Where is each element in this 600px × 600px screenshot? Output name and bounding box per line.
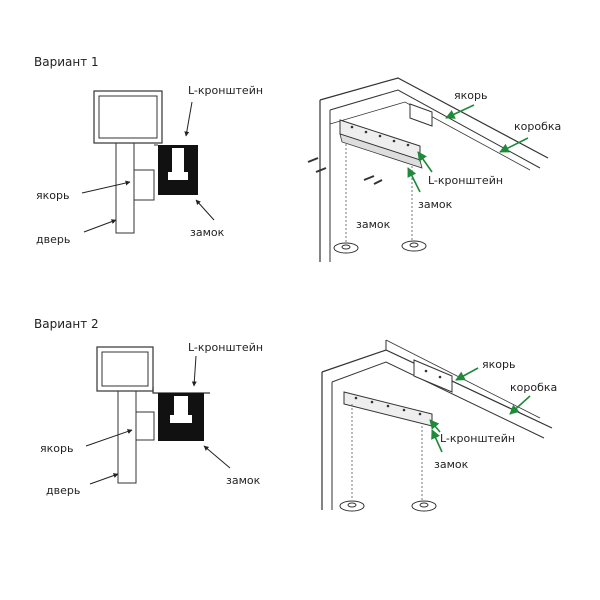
- variant-1-title: Вариант 1: [34, 55, 99, 69]
- anchor-plate: [133, 169, 155, 201]
- v2-right-anchor-label: якорь: [482, 358, 515, 371]
- v1-right-anchor-label: якорь: [454, 89, 487, 102]
- door-leaf: [115, 142, 135, 234]
- v1-right-lock-label-a: замок: [418, 198, 453, 211]
- v1-left-bracket-label: L-кронштейн: [188, 84, 263, 97]
- v1-left-lock-label: замок: [190, 226, 225, 239]
- frame-inner: [98, 95, 158, 139]
- variant-2: Вариант 2 L-кронштейн якорь дверь замок: [34, 317, 557, 512]
- lock-notch: [168, 148, 188, 180]
- variant-2-section: L-кронштейн якорь дверь замок: [40, 341, 263, 497]
- v1-right-frame-label: коробка: [514, 120, 561, 133]
- v1-left-anchor-label: якорь: [36, 189, 69, 202]
- v2-left-lock-label: замок: [226, 474, 261, 487]
- variant-2-title: Вариант 2: [34, 317, 99, 331]
- v1-left-door-label: дверь: [36, 233, 70, 246]
- v2-left-door-label: дверь: [46, 484, 80, 497]
- frame-outer: [93, 90, 163, 144]
- variant-1-perspective: якорь коробка L-кронштейн замок замок: [307, 77, 561, 262]
- variant-2-perspective: якорь коробка L-кронштейн замок: [321, 339, 557, 512]
- v1-right-bracket-label: L-кронштейн: [428, 174, 503, 187]
- variant-1-section: L-кронштейн якорь дверь замок: [36, 84, 263, 246]
- v2-right-frame-label: коробка: [510, 381, 557, 394]
- v2-right-bracket-label: L-кронштейн: [440, 432, 515, 445]
- v2-right-lock-label: замок: [434, 458, 469, 471]
- v2-left-bracket-label: L-кронштейн: [188, 341, 263, 354]
- v2-left-anchor-label: якорь: [40, 442, 73, 455]
- v1-right-lock-label-b: замок: [356, 218, 391, 231]
- variant-1: Вариант 1 L-кронштейн якорь дверь замок: [34, 55, 561, 262]
